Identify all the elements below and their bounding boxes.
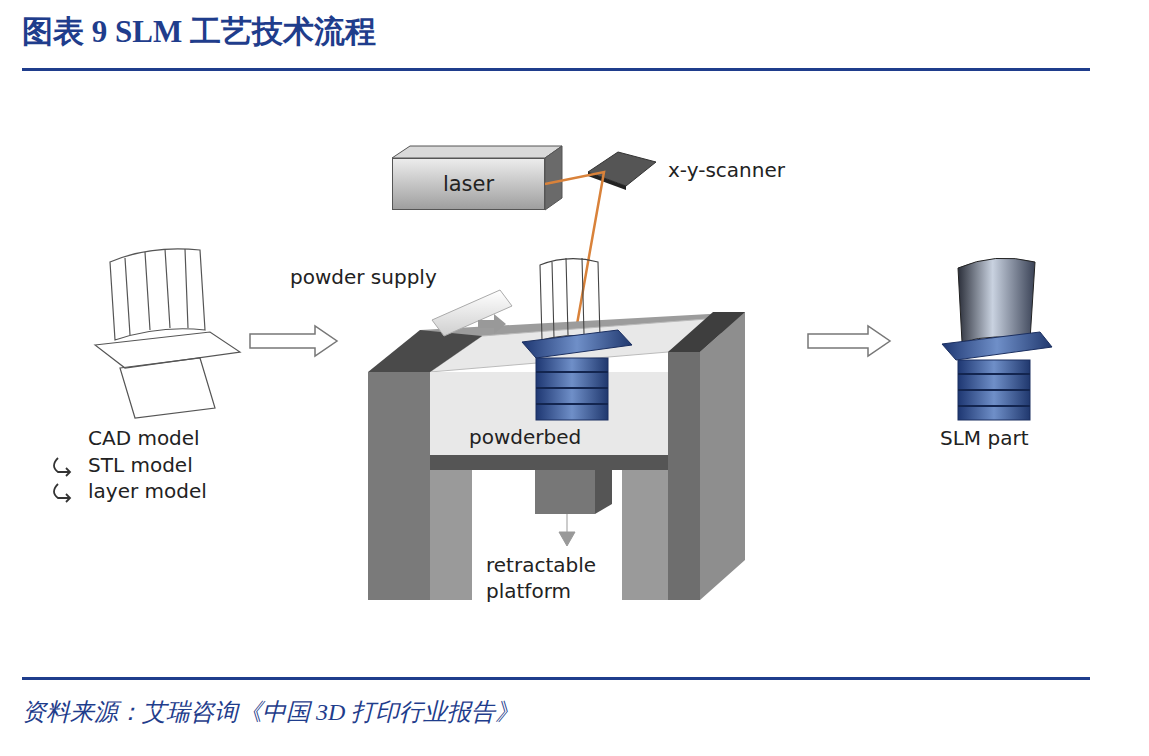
step-label: STL model bbox=[88, 454, 193, 477]
down-arrow bbox=[559, 514, 575, 546]
left-wall-top bbox=[368, 330, 482, 372]
right-wall bbox=[668, 352, 700, 600]
step-label: layer model bbox=[88, 480, 207, 503]
right-wall-top bbox=[668, 312, 745, 352]
laser-box: laser bbox=[392, 158, 545, 210]
title-rule bbox=[22, 68, 1090, 71]
component-label: powder supply bbox=[290, 266, 437, 289]
component-label: retractable platform bbox=[486, 552, 626, 604]
part-root bbox=[536, 358, 608, 420]
component-label: x-y-scanner bbox=[668, 159, 785, 182]
laser-top bbox=[392, 146, 562, 158]
laser-beam bbox=[545, 172, 604, 330]
component-label: powderbed bbox=[469, 426, 581, 449]
figure-title: 图表 9 SLM 工艺技术流程 bbox=[22, 14, 376, 50]
flow-arrow bbox=[808, 326, 890, 356]
part-platform bbox=[522, 330, 632, 358]
powder-roller bbox=[432, 290, 512, 336]
platform bbox=[430, 455, 668, 470]
step-arrow bbox=[54, 484, 70, 502]
output-label: SLM part bbox=[940, 427, 1028, 450]
piston bbox=[535, 470, 595, 514]
slm-part-platform bbox=[942, 332, 1052, 360]
slm-part-root bbox=[958, 360, 1030, 420]
step-label: CAD model bbox=[88, 427, 200, 450]
left-wall bbox=[368, 372, 430, 600]
scanner-mirror bbox=[588, 152, 656, 186]
box-label: laser bbox=[443, 172, 494, 196]
step-arrow bbox=[54, 458, 70, 476]
source-caption: 资料来源：艾瑞咨询《中国 3D 打印行业报告》 bbox=[22, 699, 519, 727]
cad-wireframe bbox=[95, 249, 240, 418]
slm-part-fir-tree bbox=[958, 374, 1030, 406]
piston-side bbox=[595, 470, 612, 514]
laser-side bbox=[545, 146, 562, 210]
supply-arrow bbox=[478, 314, 506, 334]
slm-part-blade bbox=[958, 258, 1035, 342]
caption-rule bbox=[22, 677, 1090, 680]
part-wireframe bbox=[540, 258, 600, 340]
flow-arrow bbox=[250, 326, 337, 356]
right-wall-side bbox=[700, 312, 745, 600]
part-fir-tree bbox=[536, 372, 608, 404]
